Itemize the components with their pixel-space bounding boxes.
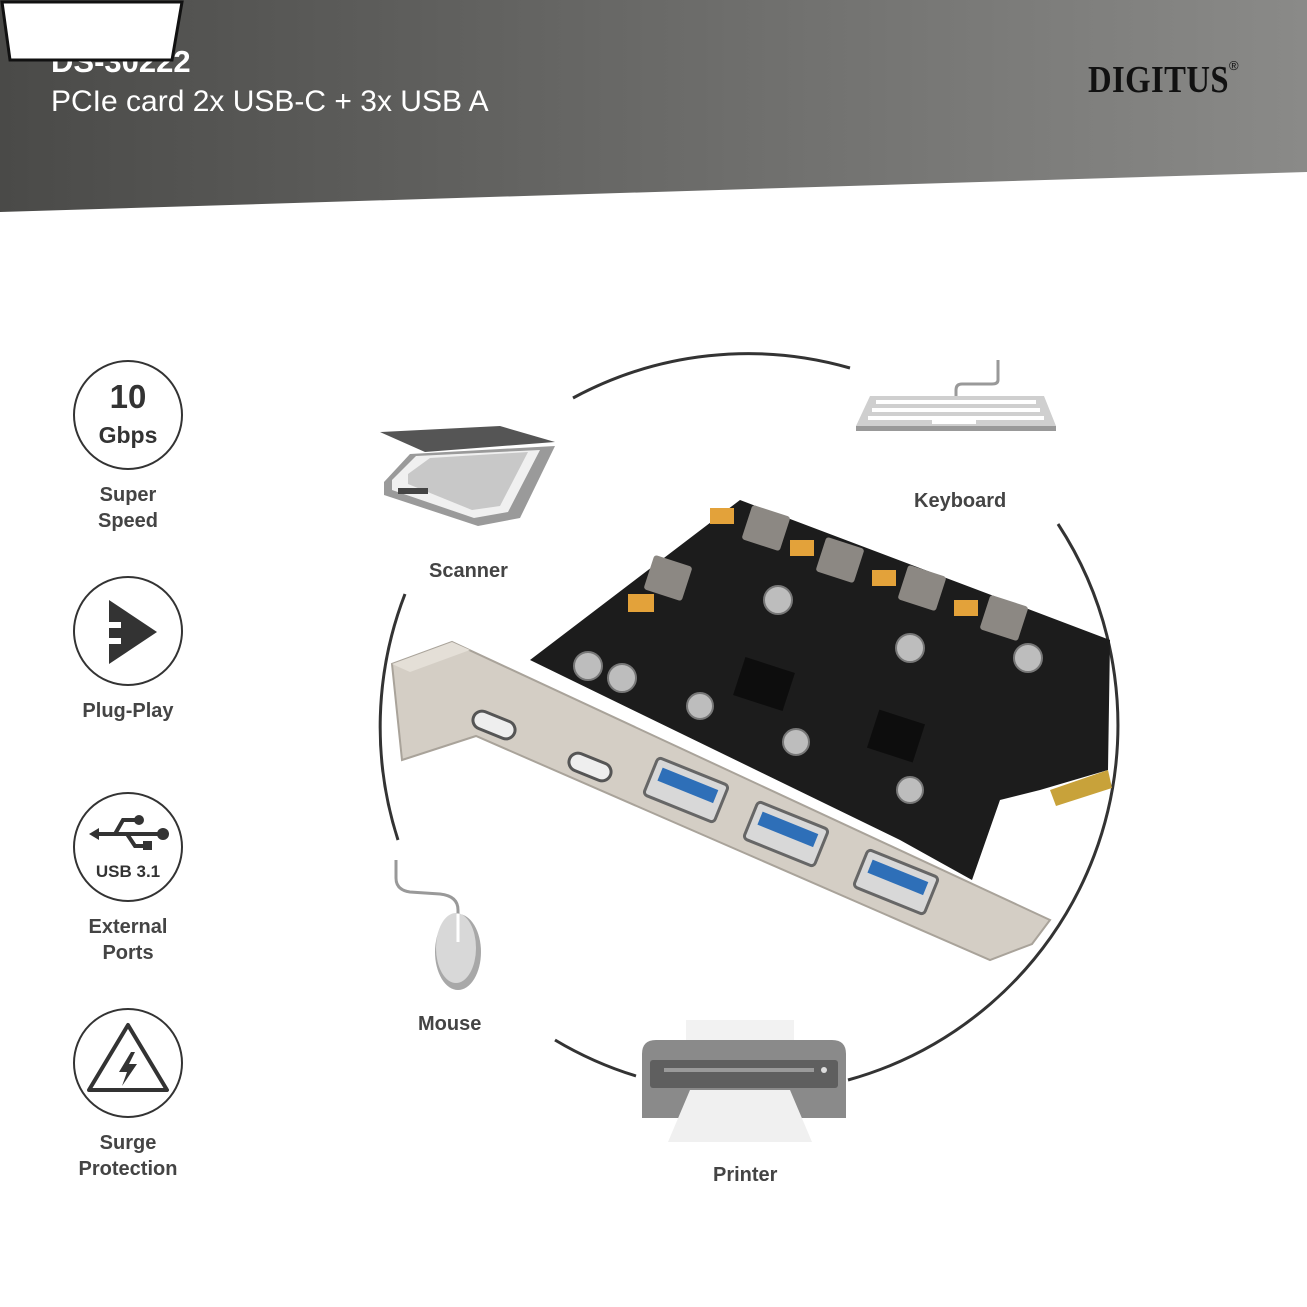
brand-logo-text: DIGITUS (1088, 59, 1230, 101)
printer-icon (642, 1020, 846, 1142)
header-banner: DS-30222 PCIe card 2x USB-C + 3x USB A D… (0, 0, 1307, 215)
usb-version-label: USB 3.1 (95, 862, 161, 881)
speed-value: 10 (109, 378, 147, 415)
speed-10-gbps-icon: 10 Gbps (73, 360, 183, 470)
brand-registered-mark: ® (1229, 58, 1239, 73)
feature-label-line: Plug-Play (82, 700, 174, 722)
feature-label-external-ports: External Ports (48, 914, 208, 966)
usb-trident-glyph (89, 815, 169, 850)
feature-label-line: Protection (78, 1158, 178, 1180)
device-label-scanner: Scanner (429, 560, 508, 582)
feature-label-plug-play: Plug-Play (48, 698, 208, 724)
feature-label-line: Speed (97, 510, 159, 532)
warning-lightning-glyph (87, 1023, 169, 1092)
scanner-icon (380, 426, 555, 526)
feature-label-line: Super (99, 484, 157, 506)
device-label-printer: Printer (713, 1164, 778, 1186)
product-subtitle: PCIe card 2x USB-C + 3x USB A (51, 85, 489, 118)
usb-a-port (742, 800, 830, 868)
mouse-icon (394, 860, 481, 990)
feature-label-line: Ports (102, 942, 154, 964)
usb-icon: USB 3.1 (73, 792, 183, 902)
usb-c-port (471, 709, 517, 741)
usb-a-port (852, 848, 940, 916)
keyboard-icon (856, 360, 1056, 431)
feature-label-surge-protection: Surge Protection (48, 1130, 208, 1182)
feature-label-line: External (88, 916, 168, 938)
speed-unit: Gbps (98, 422, 158, 448)
digitus-logo-frame (0, 0, 184, 62)
usb-a-port (642, 756, 730, 824)
feature-label-line: Surge (99, 1132, 157, 1154)
device-label-mouse: Mouse (418, 1013, 482, 1035)
surge-protection-icon (73, 1008, 183, 1118)
plug-play-icon (73, 576, 183, 686)
usb-c-port (567, 751, 613, 783)
connection-circle (378, 352, 1120, 1082)
device-label-keyboard: Keyboard (914, 490, 1007, 512)
feature-label-super-speed: Super Speed (48, 482, 208, 534)
plug-play-glyph (109, 600, 157, 664)
header-background (0, 0, 1307, 212)
pcie-card-image (390, 500, 1112, 962)
